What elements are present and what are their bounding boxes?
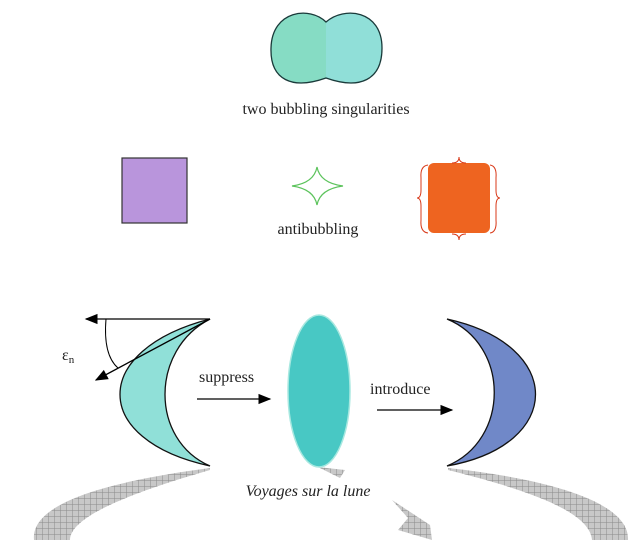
left-crescent	[119, 318, 211, 467]
ellipse-shape	[287, 314, 351, 468]
right-shadow	[448, 468, 629, 540]
antibubbling-label: antibubbling	[278, 221, 359, 238]
bubbling-label: two bubbling singularities	[242, 101, 409, 118]
epsilon-label: εn	[62, 347, 75, 366]
diagonal-arrow	[94, 318, 211, 381]
two-bubble-shape	[270, 12, 383, 84]
introduce-label: introduce	[370, 381, 430, 398]
angle-arc	[105, 318, 119, 369]
suppress-label: suppress	[199, 369, 254, 386]
center-shadow	[318, 467, 432, 540]
purple-square	[121, 157, 188, 224]
antibubble-star	[291, 166, 344, 206]
orange-square-with-braces	[416, 156, 501, 241]
caption: Voyages sur la lune	[246, 483, 371, 500]
left-shadow	[33, 468, 210, 540]
right-crescent	[446, 318, 536, 467]
